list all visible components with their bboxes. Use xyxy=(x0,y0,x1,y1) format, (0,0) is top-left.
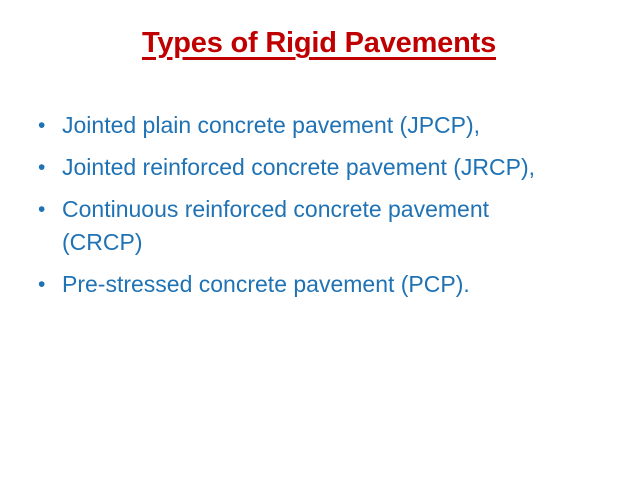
bullet-icon: • xyxy=(38,156,46,179)
bullet-icon: • xyxy=(38,273,46,296)
bullet-icon: • xyxy=(38,198,46,221)
bullet-text: Continuous reinforced concrete pavement … xyxy=(62,196,490,255)
bullet-icon: • xyxy=(38,114,46,137)
list-item: • Continuous reinforced concrete pavemen… xyxy=(38,193,616,259)
bullet-list: • Jointed plain concrete pavement (JPCP)… xyxy=(38,109,616,301)
list-item: • Pre-stressed concrete pavement (PCP). xyxy=(38,268,616,301)
list-item: • Jointed plain concrete pavement (JPCP)… xyxy=(38,109,616,142)
list-item: • Jointed reinforced concrete pavement (… xyxy=(38,151,616,184)
bullet-text: Pre-stressed concrete pavement (PCP). xyxy=(62,271,470,297)
bullet-text: Jointed plain concrete pavement (JPCP), xyxy=(62,112,481,138)
bullet-text: Jointed reinforced concrete pavement (JR… xyxy=(62,154,535,180)
slide-title-text: Types of Rigid Pavements xyxy=(141,27,497,59)
slide-title: Types of Rigid Pavements xyxy=(0,0,638,60)
